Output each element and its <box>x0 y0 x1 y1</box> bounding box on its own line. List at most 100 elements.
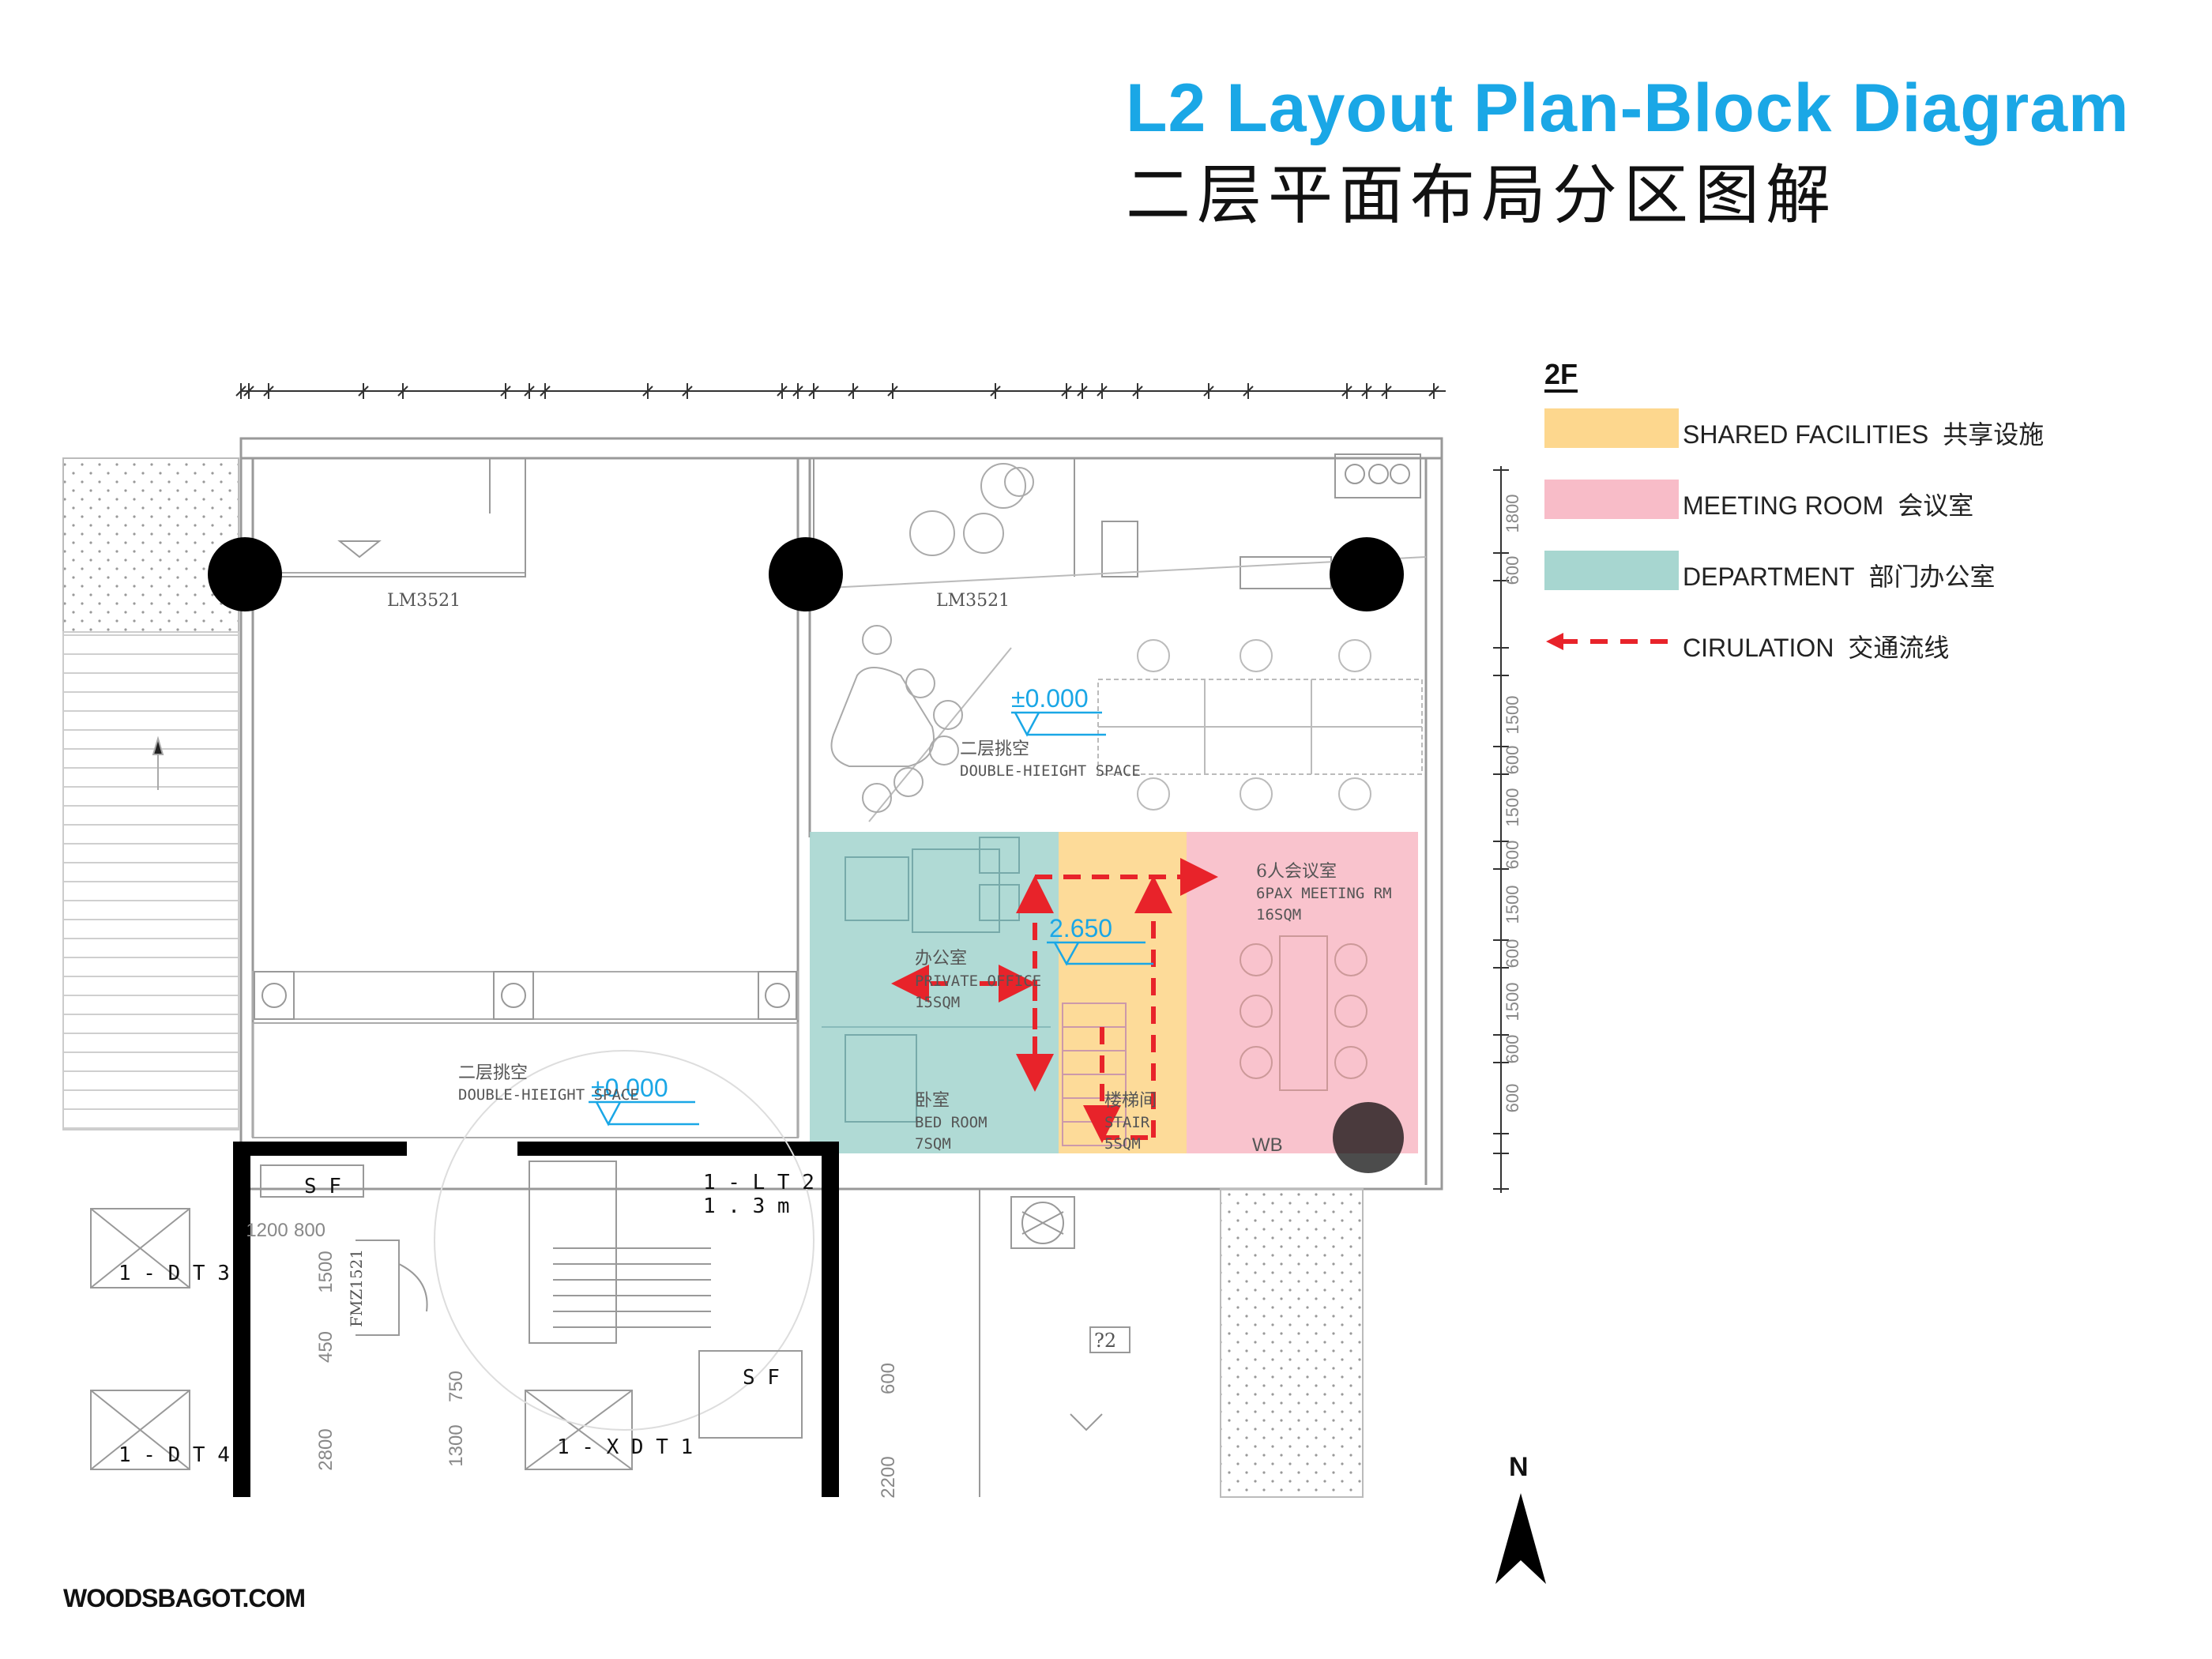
desk-chair <box>1338 639 1371 672</box>
top-dimension-tick-slash <box>540 386 551 397</box>
private-office-area: 15SQM <box>915 994 960 1011</box>
round-table <box>830 625 963 813</box>
meeting-cn: 6人会议室 <box>1256 862 1337 882</box>
core-dimension-label: 750 <box>446 1371 467 1402</box>
top-dimension-tick-slash <box>887 386 898 397</box>
top-dimension-tick-slash <box>235 386 246 397</box>
private-office-cn: 办公室 <box>915 949 967 969</box>
legend-label-department: DEPARTMENT <box>1683 562 1855 591</box>
core-dimension-label: 1200 <box>246 1220 288 1241</box>
top-dimension-tick-slash <box>397 386 408 397</box>
north-label: N <box>1509 1452 1529 1482</box>
stair-area: 5SQM <box>1104 1135 1141 1153</box>
desk-chair <box>1137 639 1170 672</box>
meeting-en: 6PAX MEETING RM <box>1256 885 1392 902</box>
stair-en: STAIR <box>1104 1114 1150 1131</box>
bed-room-area: 7SQM <box>915 1135 951 1153</box>
lower-right-area <box>979 1188 1364 1498</box>
right-dimension-label: 1800 <box>1503 495 1522 533</box>
lift-label: 1 - L T 2 <box>703 1171 814 1194</box>
right-dimension-label: 600 <box>1503 1035 1522 1064</box>
dt4-label: 1 - D T 4 <box>118 1443 230 1467</box>
double-height-void <box>152 572 799 1138</box>
top-dimension-tick-slash <box>1203 386 1214 397</box>
bed-room-en: BED ROOM <box>915 1114 988 1131</box>
circulation-arrow-icon <box>1546 633 1679 650</box>
level-zero-upper-text: ±0.000 <box>1011 684 1089 713</box>
top-dimension-tick-slash <box>990 386 1001 397</box>
top-dimension-tick-slash <box>1097 386 1108 397</box>
top-dimension-tick-slash <box>642 386 653 397</box>
top-dimension-tick-slash <box>848 386 859 397</box>
desk-chair <box>1137 777 1170 811</box>
dt3-label: 1 - D T 3 <box>118 1262 230 1285</box>
double-height-en-lower: DOUBLE-HIEIGHT SPACE <box>458 1086 639 1104</box>
right-dimension-label: 1500 <box>1503 696 1522 735</box>
core-dimension-label: 1500 <box>315 1251 337 1292</box>
legend-swatch-shared <box>1544 408 1679 448</box>
desk-chair <box>1240 777 1273 811</box>
desk-chair <box>1338 777 1371 811</box>
top-dimension-tick-slash <box>263 386 274 397</box>
legend-label-meeting: MEETING ROOM <box>1683 491 1884 520</box>
top-dimension-tick-slash <box>777 386 788 397</box>
north-arrow-icon <box>1495 1493 1546 1584</box>
meeting-area: 16SQM <box>1256 906 1301 924</box>
top-dimension-tick-slash <box>1428 386 1439 397</box>
footer-website: WOODSBAGOT.COM <box>63 1584 306 1612</box>
level-marker-zero-upper <box>1011 711 1106 737</box>
legend-swatch-meeting <box>1544 480 1679 519</box>
right-dimension-label: 1500 <box>1503 886 1522 924</box>
legend-swatch-department <box>1544 551 1679 590</box>
level-upper-text: 2.650 <box>1049 914 1112 942</box>
legend-label-meeting-cn: 会议室 <box>1898 491 1974 521</box>
circulation-arrows <box>891 858 1218 1143</box>
top-dimension-tick-slash <box>682 386 693 397</box>
right-dimension-label: 600 <box>1503 841 1522 870</box>
double-height-en-upper: DOUBLE-HIEIGHT SPACE <box>960 762 1141 780</box>
sf-label-bottom: S F <box>743 1366 780 1390</box>
core-dimension-label: 2200 <box>878 1456 899 1498</box>
left-landscape <box>62 457 239 1130</box>
sf-label-top: S F <box>304 1175 341 1198</box>
legend-label-shared-cn: 共享设施 <box>1943 419 2045 450</box>
core-interior <box>90 1050 814 1470</box>
core-walls <box>233 1142 839 1497</box>
right-dimension-label: 600 <box>1503 746 1522 775</box>
page-subtitle: 二层平面布局分区图解 <box>1126 158 1838 233</box>
planters <box>254 453 1421 1020</box>
bed-room-cn: 卧室 <box>915 1091 950 1111</box>
right-dimension-label: 1500 <box>1503 983 1522 1021</box>
right-dimension-label: 1500 <box>1503 788 1522 827</box>
top-dimension-tick-slash <box>500 386 511 397</box>
zone-furniture <box>822 837 1127 1146</box>
legend-item-meeting: MEETING ROOM 会议室 <box>1544 480 2145 521</box>
wb-column <box>1333 1102 1404 1173</box>
zone-meeting-room <box>1187 832 1418 1153</box>
stair-cn: 楼梯间 <box>1104 1091 1157 1111</box>
lounge-chairs <box>909 463 1034 556</box>
top-dimension-tick-slash <box>1361 386 1372 397</box>
level-zero-lower-text: ±0.000 <box>591 1074 668 1102</box>
top-dimension-tick-slash <box>808 386 819 397</box>
lm-label-left: LM3521 <box>387 591 461 611</box>
top-dimension-tick-slash <box>524 386 535 397</box>
right-dimension-label: 600 <box>1503 939 1522 969</box>
lm-label-right: LM3521 <box>936 591 1010 611</box>
private-office-en: PRIVATE OFFICE <box>915 972 1041 990</box>
core-dimension-label: 1300 <box>446 1424 467 1466</box>
right-dimension-label: 600 <box>1503 1084 1522 1113</box>
core-dimension-label: 450 <box>315 1331 337 1363</box>
top-dimension-tick-slash <box>1243 386 1254 397</box>
top-dimension-tick-slash <box>1077 386 1088 397</box>
room-q-label: ?2 <box>1094 1330 1116 1352</box>
top-dimension-tick-slash <box>792 386 803 397</box>
workstation-desks <box>1097 639 1423 811</box>
right-dimension-line <box>1493 466 1509 1193</box>
double-height-cn-upper: 二层挑空 <box>960 739 1029 759</box>
page-title: L2 Layout Plan-Block Diagram <box>1126 70 2130 146</box>
right-dimension-label: 600 <box>1503 556 1522 585</box>
top-dimension-line <box>235 383 1446 399</box>
